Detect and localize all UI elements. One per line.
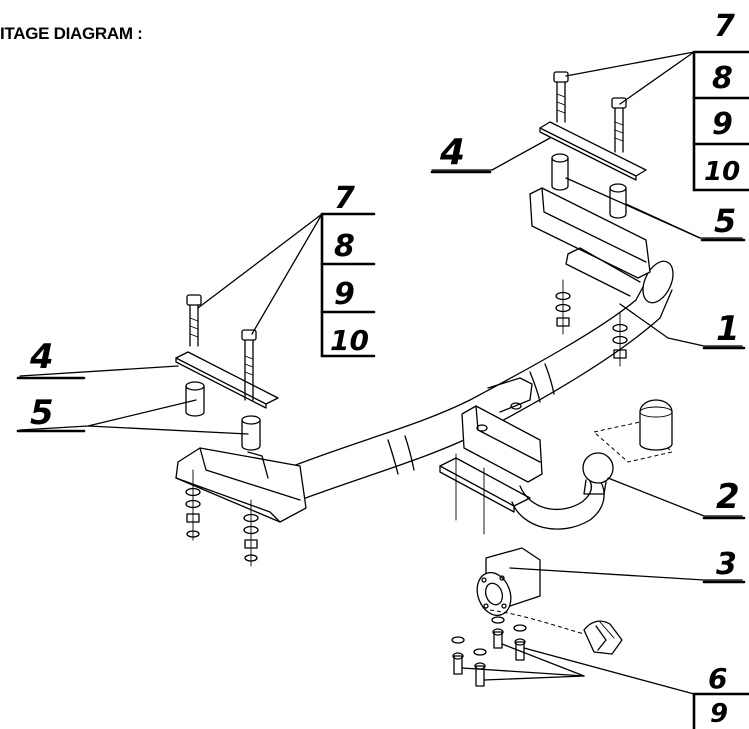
callout-labels: 4 5 4 5 1 2 3 6 bbox=[16, 132, 746, 695]
bolt-table-right-row-3: 9 bbox=[712, 107, 733, 142]
left-spacers bbox=[185, 381, 261, 451]
right-spacers bbox=[551, 153, 627, 219]
right-washers-nuts bbox=[555, 279, 628, 367]
electric-socket-and-cable bbox=[489, 609, 623, 655]
left-mounting-bracket bbox=[175, 447, 307, 523]
bolt-table-bottom: 9 bbox=[692, 692, 749, 729]
bolt-table-bottom-row-1: 9 bbox=[710, 699, 728, 729]
right-mounting-bracket bbox=[529, 187, 651, 297]
bolt-table-right-row-4: 10 bbox=[704, 157, 740, 187]
left-bolts bbox=[186, 294, 257, 401]
electric-socket-plate bbox=[476, 547, 541, 617]
right-bolts bbox=[553, 71, 627, 153]
bolt-table-right-row-2: 8 bbox=[712, 61, 733, 96]
callout-4-right: 4 bbox=[439, 132, 465, 173]
bolt-table-left-row-4: 10 bbox=[330, 324, 369, 357]
callout-1: 1 bbox=[716, 309, 740, 349]
lower-fasteners bbox=[451, 616, 527, 687]
bolt-table-left-row-1: 7 bbox=[334, 181, 355, 216]
callout-5-left: 5 bbox=[30, 393, 54, 433]
bolt-table-left-row-3: 9 bbox=[334, 277, 355, 312]
callout-5-right: 5 bbox=[714, 202, 736, 240]
bolt-table-right-row-1: 7 bbox=[714, 9, 735, 44]
bolt-table-left: 7 8 9 10 bbox=[320, 181, 376, 358]
callout-2: 2 bbox=[716, 477, 740, 517]
leader-lines bbox=[19, 51, 743, 695]
diagram-title: ITAGE DIAGRAM : bbox=[0, 24, 143, 43]
bolt-table-left-row-2: 8 bbox=[334, 229, 355, 264]
tow-ball-cap bbox=[592, 399, 674, 463]
bolt-table-right: 7 8 9 10 bbox=[692, 9, 749, 192]
right-clamp-plate bbox=[539, 121, 647, 181]
tow-ball-gooseneck bbox=[511, 452, 614, 530]
centre-bracket bbox=[439, 377, 543, 535]
callout-6: 6 bbox=[708, 662, 727, 695]
callout-4-left: 4 bbox=[29, 337, 54, 377]
callout-3: 3 bbox=[716, 547, 737, 582]
left-washers-nuts bbox=[185, 469, 259, 567]
